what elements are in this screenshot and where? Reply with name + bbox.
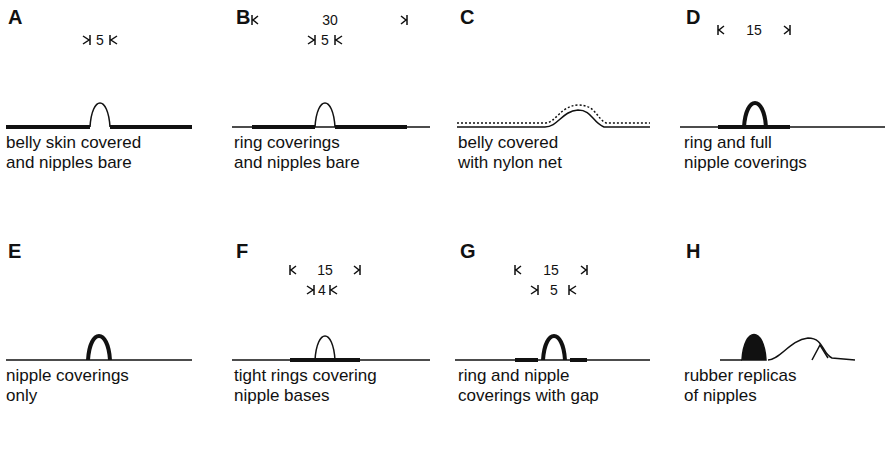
panel-letter: B bbox=[236, 6, 250, 29]
dimension-label: 15 bbox=[543, 262, 559, 278]
dimension-label: 5 bbox=[550, 282, 558, 298]
panel-caption: belly skin covered and nipples bare bbox=[6, 133, 156, 172]
dimension-label: 4 bbox=[318, 282, 326, 298]
dimension-label: 5 bbox=[321, 32, 329, 48]
panel-caption: nipple coverings only bbox=[6, 366, 146, 405]
dimension-label: 5 bbox=[96, 32, 104, 48]
panel-letter: A bbox=[8, 6, 22, 29]
panel-letter: D bbox=[686, 6, 700, 29]
dimension-label: 30 bbox=[322, 12, 338, 28]
panel-caption: ring coverings and nipples bare bbox=[234, 133, 369, 172]
panel-caption: ring and full nipple coverings bbox=[684, 133, 819, 172]
panel-caption: rubber replicas of nipples bbox=[684, 366, 814, 405]
dimension-label: 15 bbox=[746, 22, 762, 38]
panel-letter: C bbox=[460, 6, 474, 29]
panel-caption: ring and nipple coverings with gap bbox=[458, 366, 613, 405]
panel-caption: belly covered with nylon net bbox=[458, 133, 583, 172]
panel-letter: E bbox=[8, 240, 21, 263]
panel-letter: F bbox=[236, 240, 248, 263]
panel-letter: G bbox=[460, 240, 476, 263]
dimension-label: 15 bbox=[317, 262, 333, 278]
panel-caption: tight rings covering nipple bases bbox=[234, 366, 399, 405]
panel-letter: H bbox=[686, 240, 700, 263]
